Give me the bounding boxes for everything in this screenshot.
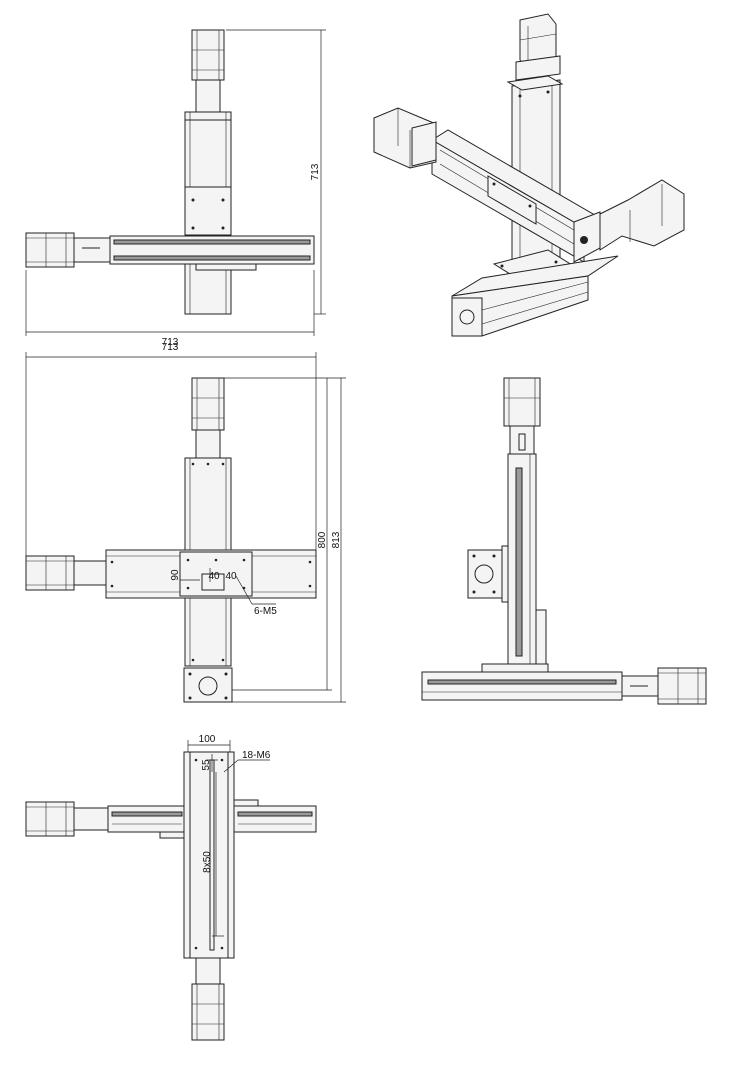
top-view-upper-motor bbox=[191, 29, 225, 115]
top-view-height-dim: 713 bbox=[310, 163, 321, 180]
front-view-outer-height-dim: 813 bbox=[331, 531, 342, 548]
front-view: 713 800 813 90 40 40 6-M5 bbox=[25, 342, 346, 703]
front-view-thread-note: 6-M5 bbox=[254, 606, 277, 617]
iso-base-rail bbox=[451, 255, 619, 337]
front-view-column bbox=[184, 457, 232, 667]
front-view-carriage-height-dim: 90 bbox=[170, 569, 181, 581]
top-view: 713 713 bbox=[25, 29, 326, 348]
bottom-view-lower-motor bbox=[191, 957, 225, 1041]
side-view-carriage bbox=[467, 545, 509, 603]
iso-left-motor bbox=[373, 107, 437, 169]
front-view-width-dim: 713 bbox=[162, 342, 179, 353]
front-view-inner-height-dim: 800 bbox=[317, 531, 328, 548]
bottom-view-pitch-dim: 8x50 bbox=[202, 851, 213, 873]
iso-horizontal-beam bbox=[431, 129, 601, 263]
front-view-hole-spacing-a: 40 bbox=[208, 571, 220, 582]
isometric-view bbox=[373, 13, 685, 337]
top-view-horizontal-rail bbox=[109, 235, 315, 271]
side-view-top-motor bbox=[503, 377, 541, 455]
bottom-view-plate-width-dim: 100 bbox=[199, 734, 216, 745]
front-view-upper-motor bbox=[191, 377, 225, 461]
side-view-column bbox=[507, 453, 547, 665]
side-view-base-rail bbox=[421, 663, 659, 701]
front-view-dimensions: 713 800 813 90 40 40 6-M5 bbox=[25, 342, 346, 703]
front-view-end-block bbox=[183, 667, 233, 703]
top-view-column bbox=[184, 111, 232, 315]
bottom-view-left-motor bbox=[25, 801, 109, 837]
top-view-left-motor bbox=[25, 232, 111, 268]
iso-right-motor bbox=[599, 179, 685, 251]
side-view-right-motor bbox=[657, 667, 707, 705]
bottom-view-base-rail bbox=[183, 751, 235, 959]
iso-top-motor bbox=[515, 13, 561, 81]
front-view-left-motor bbox=[25, 555, 109, 591]
top-view-dimensions: 713 713 bbox=[25, 29, 326, 348]
top-view-width-dim: 713 bbox=[162, 337, 179, 348]
bottom-view: 100 55 8x50 18-M6 bbox=[25, 734, 317, 1041]
front-view-hole-spacing-b: 40 bbox=[225, 571, 237, 582]
bottom-view-edge-offset-dim: 55 bbox=[201, 759, 212, 771]
bottom-view-dimensions: 100 55 8x50 18-M6 bbox=[187, 734, 271, 937]
side-view bbox=[421, 377, 707, 705]
bottom-view-thread-note: 18-M6 bbox=[242, 750, 271, 761]
front-view-carriage bbox=[179, 551, 253, 597]
